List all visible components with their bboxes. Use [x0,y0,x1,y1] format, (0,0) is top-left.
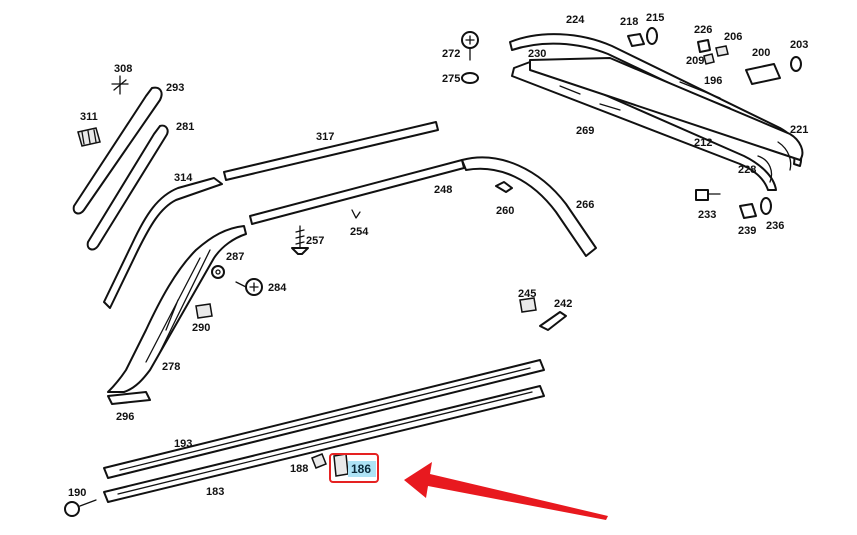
roof-rail-317 [223,121,439,181]
screw-284-icon [235,278,263,296]
label-226: 226 [694,24,712,36]
clip-290-icon [195,303,213,319]
rear-spoiler-trim-224 [509,33,803,167]
plug-245-icon [519,297,537,313]
label-236: 236 [766,220,784,232]
label-209: 209 [686,55,704,67]
label-221: 221 [790,124,808,136]
rocker-molding-183 [103,385,545,503]
label-196: 196 [704,75,722,87]
clip-308-icon [111,75,129,95]
label-228: 228 [738,164,756,176]
fitting-200-icon [745,63,781,85]
label-248: 248 [434,184,452,196]
seal-221-icon [777,141,792,171]
clip-254-icon [351,209,361,219]
label-314: 314 [174,172,193,184]
label-266: 266 [576,199,594,211]
label-212: 212 [694,137,712,149]
label-183: 183 [206,486,224,498]
highlight-label: 186 [351,462,371,476]
label-275: 275 [442,73,460,85]
label-218: 218 [620,16,638,28]
label-245: 245 [518,288,536,300]
label-308: 308 [114,63,132,75]
label-233: 233 [698,209,716,221]
label-311: 311 [80,111,98,123]
grommet-287-icon [211,265,225,279]
roof-rail-248 [249,159,465,225]
trim-end-296 [107,391,151,405]
washer-203-icon [790,56,802,72]
rear-trim-266 [461,156,597,257]
label-190: 190 [68,487,86,499]
rocker-molding-193 [103,359,545,479]
washer-215-icon [646,27,658,45]
highlight-label-bg [348,461,376,477]
nut-218-icon [627,33,645,47]
label-224: 224 [566,14,585,26]
washer-275-icon [461,72,479,84]
highlight-callout: 186 [329,453,379,483]
screw-272-icon [461,31,479,61]
bracket-228-icon [757,155,773,183]
clip-188-icon [311,453,327,469]
label-193: 193 [174,438,192,450]
label-317: 317 [316,131,334,143]
label-269: 269 [576,125,594,137]
screw-190-icon [64,499,97,517]
a-pillar-trim-281 [86,124,169,251]
rear-rail-269 [511,61,777,191]
label-290: 290 [192,322,210,334]
label-284: 284 [268,282,287,294]
label-272: 272 [442,48,460,60]
clip-206-icon [715,45,729,57]
label-254: 254 [350,226,369,238]
plug-209-icon [703,53,715,65]
label-257: 257 [306,235,324,247]
label-296: 296 [116,411,134,423]
clip-311-icon [77,127,101,147]
label-281: 281 [176,121,194,133]
label-239: 239 [738,225,756,237]
insert-242-icon [539,311,567,331]
label-278: 278 [162,361,180,373]
label-188: 188 [290,463,308,475]
screw-257-icon [291,225,309,255]
label-203: 203 [790,39,808,51]
rear-panel-212 [529,57,804,161]
clip-186-icon [333,453,349,477]
washer-236-icon [760,197,772,215]
a-pillar-trim-293 [72,86,163,215]
label-242: 242 [554,298,572,310]
label-260: 260 [496,205,514,217]
highlight-frame [329,453,379,483]
pillar-trim-314 [103,177,223,309]
label-206: 206 [724,31,742,43]
pillar-frame-278 [107,225,247,393]
label-215: 215 [646,12,664,24]
nut-226-icon [697,39,711,53]
label-230: 230 [528,48,546,60]
pointer-arrow-icon [404,462,608,520]
nut-239-icon [739,203,757,219]
label-287: 287 [226,251,244,263]
screw-233-icon [695,189,721,201]
label-200: 200 [752,47,770,59]
label-293: 293 [166,82,184,94]
clip-260-icon [495,181,513,193]
